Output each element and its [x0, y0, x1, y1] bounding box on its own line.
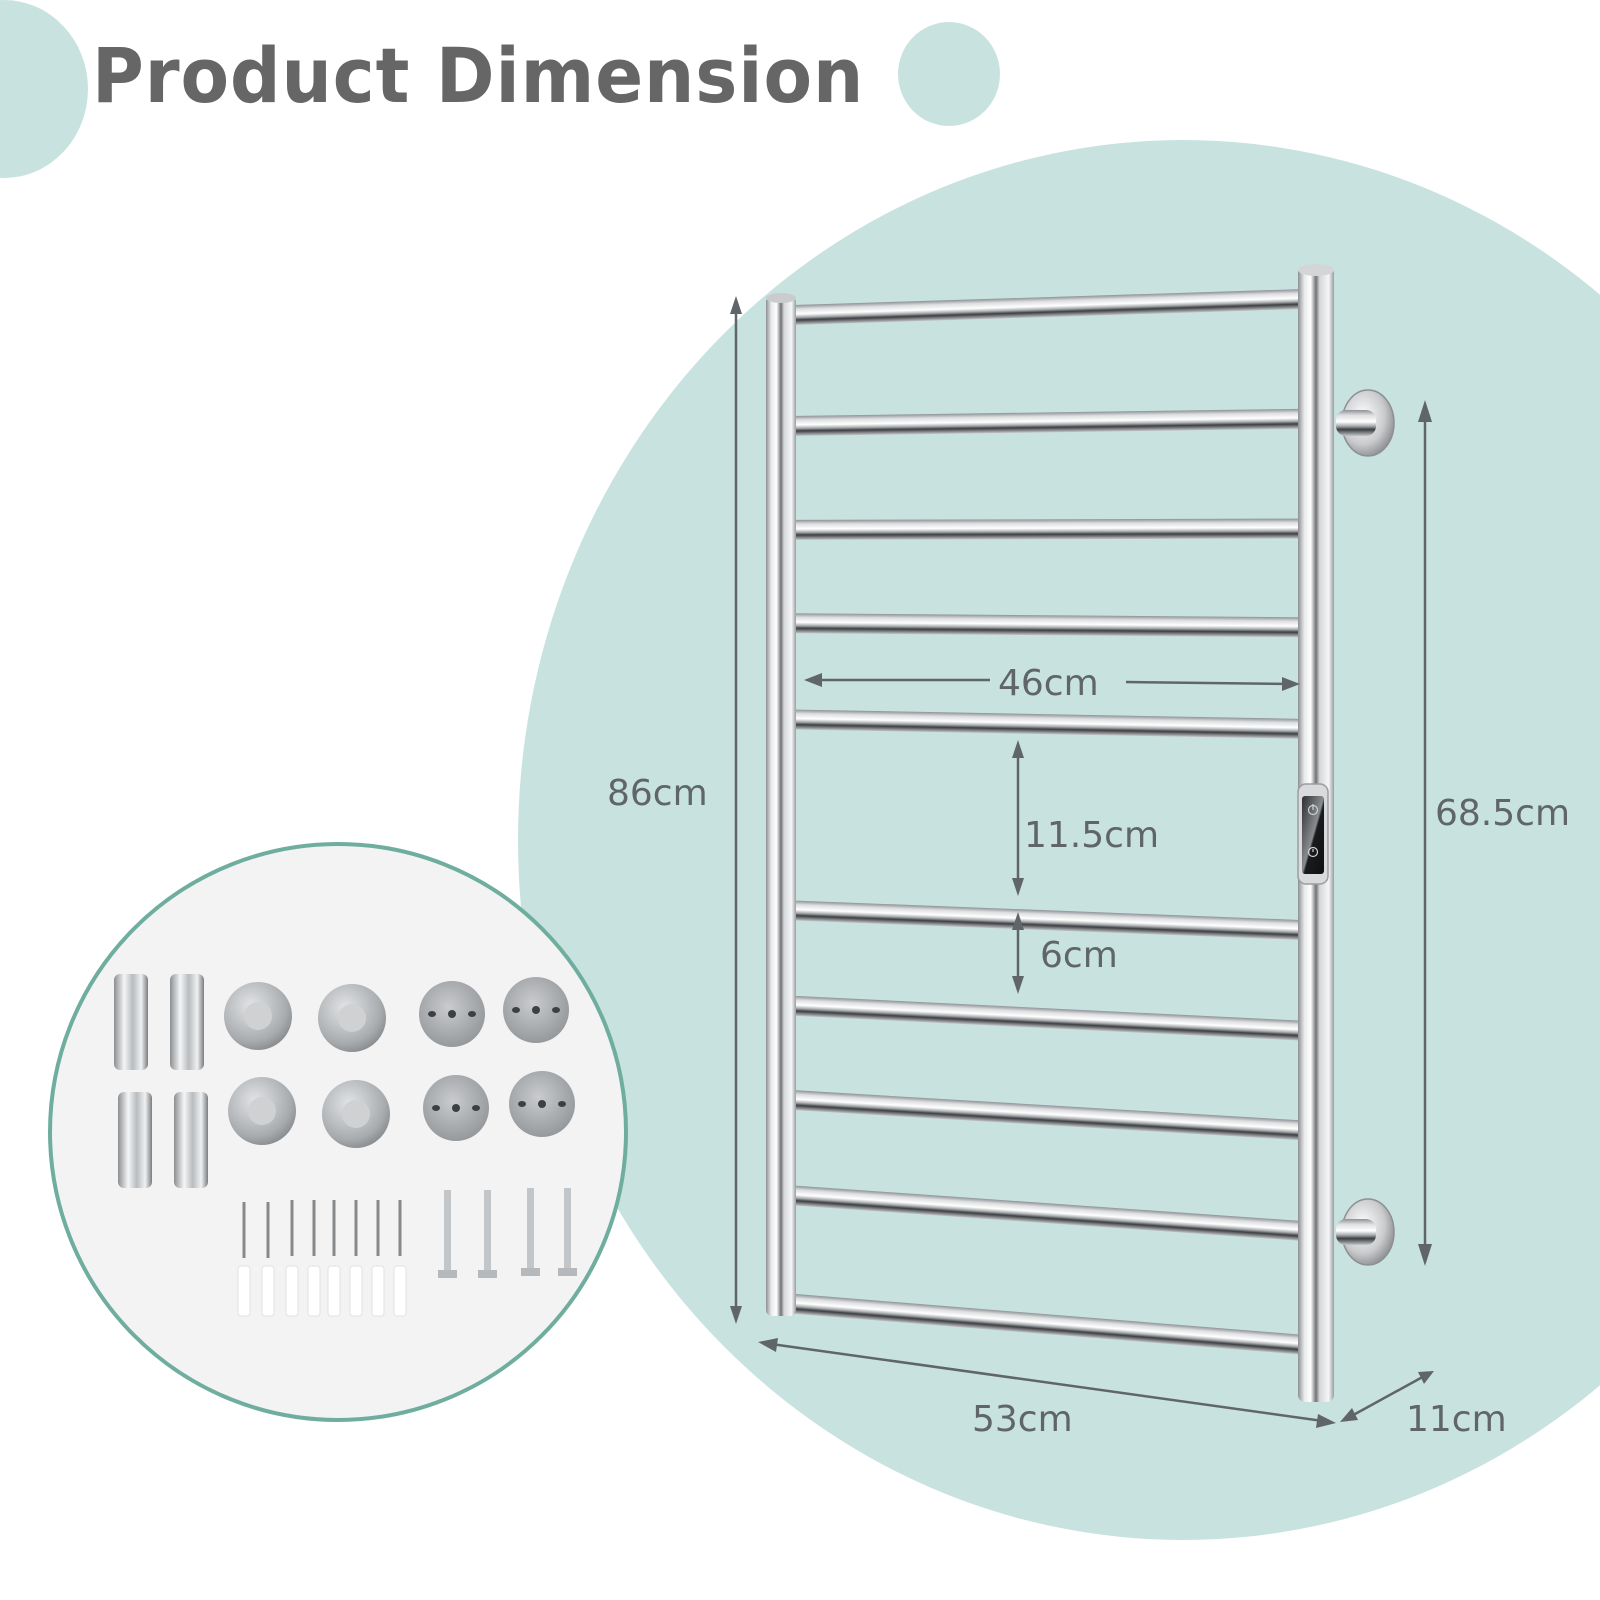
- decor-circle-top-right: [898, 22, 1000, 126]
- wall-anchors: [237, 1265, 407, 1317]
- mounting-plates: [419, 977, 575, 1141]
- dimension-line-rung-gap-small: [1012, 912, 1024, 994]
- rung-10: [790, 1293, 1300, 1355]
- dimension-line-bracket-spacing: [1418, 400, 1432, 1266]
- label-rung-gap-large: 11.5cm: [1024, 815, 1160, 856]
- rung-8: [790, 1089, 1300, 1141]
- rung-1: [790, 289, 1300, 326]
- dimension-line-total-height: [730, 296, 742, 1324]
- wood-screws: [242, 1200, 402, 1258]
- accessories-kit-circle: [48, 842, 628, 1422]
- dimension-line-depth: [1340, 1371, 1434, 1422]
- rung-6: [790, 900, 1300, 940]
- accessories-illustration: [114, 974, 577, 1317]
- timer-icon: [1307, 846, 1319, 858]
- decor-large-background-circle: [518, 140, 1600, 1540]
- label-rung-gap-small: 6cm: [1040, 935, 1118, 976]
- label-bracket-spacing: 68.5cm: [1435, 793, 1571, 834]
- rung-2: [790, 408, 1300, 436]
- label-total-width: 53cm: [972, 1399, 1073, 1440]
- dimension-line-inner-width: [804, 673, 1300, 691]
- label-total-height: 86cm: [607, 773, 708, 814]
- rungs: [790, 289, 1300, 1355]
- left-upright: [766, 293, 796, 1316]
- power-icon: [1307, 804, 1319, 816]
- rung-4: [790, 613, 1300, 638]
- label-depth: 11cm: [1406, 1399, 1507, 1440]
- cover-rings: [224, 982, 390, 1148]
- control-panel: [1297, 783, 1329, 885]
- wall-bracket-top: [1336, 389, 1395, 457]
- hex-bolts: [438, 1188, 577, 1278]
- page-title: Product Dimension: [92, 31, 865, 120]
- wall-bracket-bottom: [1336, 1198, 1395, 1266]
- label-inner-width: 46cm: [998, 663, 1099, 704]
- dimension-line-rung-gap-large: [1012, 740, 1024, 896]
- dimension-line-total-width: [758, 1338, 1336, 1428]
- rung-7: [790, 995, 1300, 1041]
- rung-9: [790, 1185, 1300, 1241]
- sleeves: [114, 974, 208, 1188]
- rung-5: [790, 709, 1300, 739]
- rung-3: [790, 518, 1300, 540]
